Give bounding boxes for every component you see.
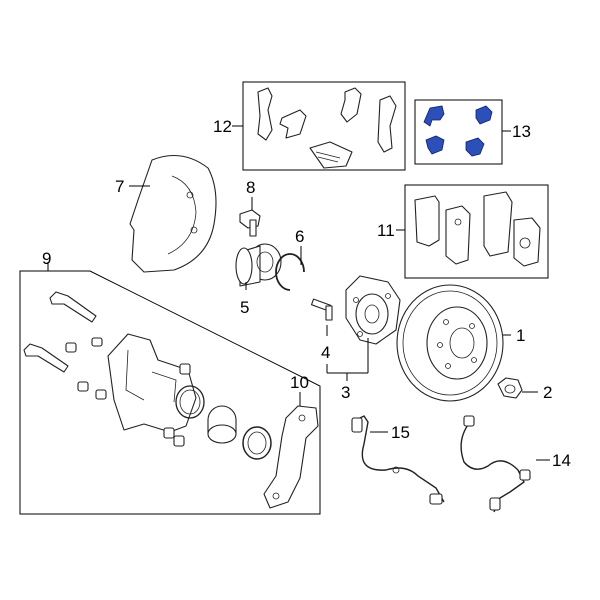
part-7-splash-shield[interactable] xyxy=(129,154,217,273)
callout-3: 3 xyxy=(341,383,350,402)
callout-11: 11 xyxy=(377,221,395,240)
callout-13: 13 xyxy=(512,122,531,141)
callout-7: 7 xyxy=(115,177,124,196)
part-14-brake-hose[interactable] xyxy=(460,415,531,513)
part-15-abs-sensor[interactable] xyxy=(351,415,445,505)
part-3-wheel-hub[interactable] xyxy=(345,275,401,345)
callout-15: 15 xyxy=(391,423,410,442)
callout-5: 5 xyxy=(240,298,249,317)
part-1-brake-rotor[interactable] xyxy=(396,284,504,402)
part-2-hub-nut[interactable] xyxy=(497,377,523,399)
callout-6: 6 xyxy=(295,227,304,246)
part-4-wheel-stud[interactable] xyxy=(310,298,333,321)
callout-4: 4 xyxy=(321,343,330,362)
part-6-snap-ring[interactable] xyxy=(275,253,305,291)
callout-8: 8 xyxy=(246,178,255,197)
callout-9: 9 xyxy=(42,249,51,268)
part-8-hub-bolt[interactable] xyxy=(239,209,261,237)
part-11-brake-pad-set[interactable] xyxy=(404,184,549,279)
part-5-wheel-bearing[interactable] xyxy=(235,243,282,287)
callout-12: 12 xyxy=(213,117,232,136)
part-12-hardware-kit[interactable] xyxy=(242,81,406,171)
callout-2: 2 xyxy=(543,383,552,402)
callout-14: 14 xyxy=(552,451,571,470)
callout-10: 10 xyxy=(290,373,309,392)
part-9-caliper-assembly[interactable] xyxy=(19,270,321,515)
callout-1: 1 xyxy=(516,326,525,345)
part-10-caliper-bracket[interactable] xyxy=(263,405,319,509)
part-13-pad-clip-kit[interactable] xyxy=(414,99,503,165)
